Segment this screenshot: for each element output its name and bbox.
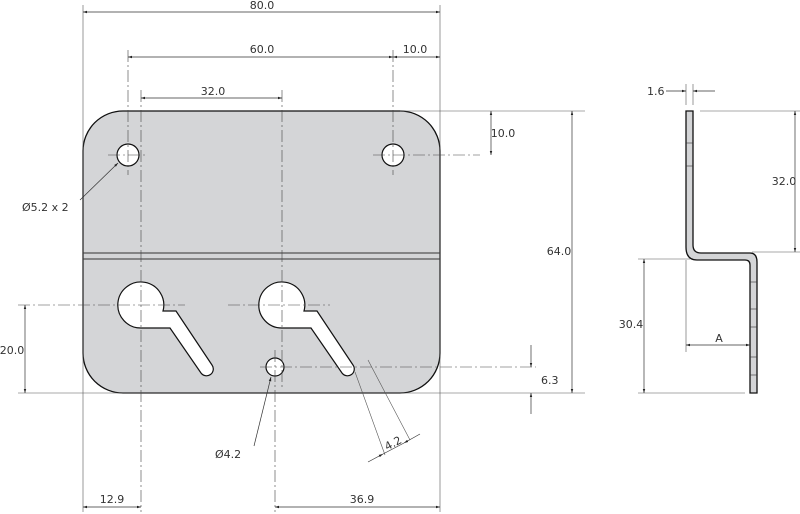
dim-upper-flange: 32.0 bbox=[772, 175, 797, 188]
side-view-ticks bbox=[686, 142, 757, 376]
bracket-profile bbox=[685, 110, 758, 394]
leader-small-hole bbox=[253, 376, 272, 447]
dim-hole-edge-y: 10.0 bbox=[491, 127, 516, 140]
keyhole-slot-left bbox=[117, 281, 214, 377]
dim-mount-hole-dia: Ø5.2 x 2 bbox=[22, 201, 69, 214]
dim-slot-spacing: 32.0 bbox=[201, 85, 226, 98]
dim-thickness: 1.6 bbox=[647, 85, 665, 98]
extension-lines bbox=[18, 5, 585, 512]
front-view: 80.0 60.0 10.0 32.0 10.0 64.0 20.0 6.3 1… bbox=[0, 0, 585, 512]
dim-slot-left-offset: 12.9 bbox=[100, 493, 125, 506]
dim-offset: A bbox=[715, 332, 723, 345]
dim-lower-flange: 30.4 bbox=[619, 318, 644, 331]
dim-line-4-2b bbox=[403, 433, 421, 444]
leader-mount-hole bbox=[79, 162, 119, 201]
dim-slot-height: 20.0 bbox=[0, 344, 24, 357]
side-view: 1.6 32.0 30.4 A bbox=[619, 84, 800, 394]
keyhole-slot-right bbox=[258, 281, 355, 377]
dim-small-hole-dia: Ø4.2 bbox=[215, 448, 241, 461]
dim-overall-width: 80.0 bbox=[250, 0, 275, 12]
dim-small-hole-height: 6.3 bbox=[541, 374, 559, 387]
dim-small-hole-right: 36.9 bbox=[350, 493, 375, 506]
dim-slot-width: 4.2 bbox=[382, 434, 404, 454]
center-lines bbox=[18, 50, 536, 512]
dim-hole-edge-x: 10.0 bbox=[403, 43, 428, 56]
dim-hole-spacing: 60.0 bbox=[250, 43, 275, 56]
dim-line-4-2a bbox=[367, 453, 384, 463]
dim-overall-height: 64.0 bbox=[547, 245, 572, 258]
